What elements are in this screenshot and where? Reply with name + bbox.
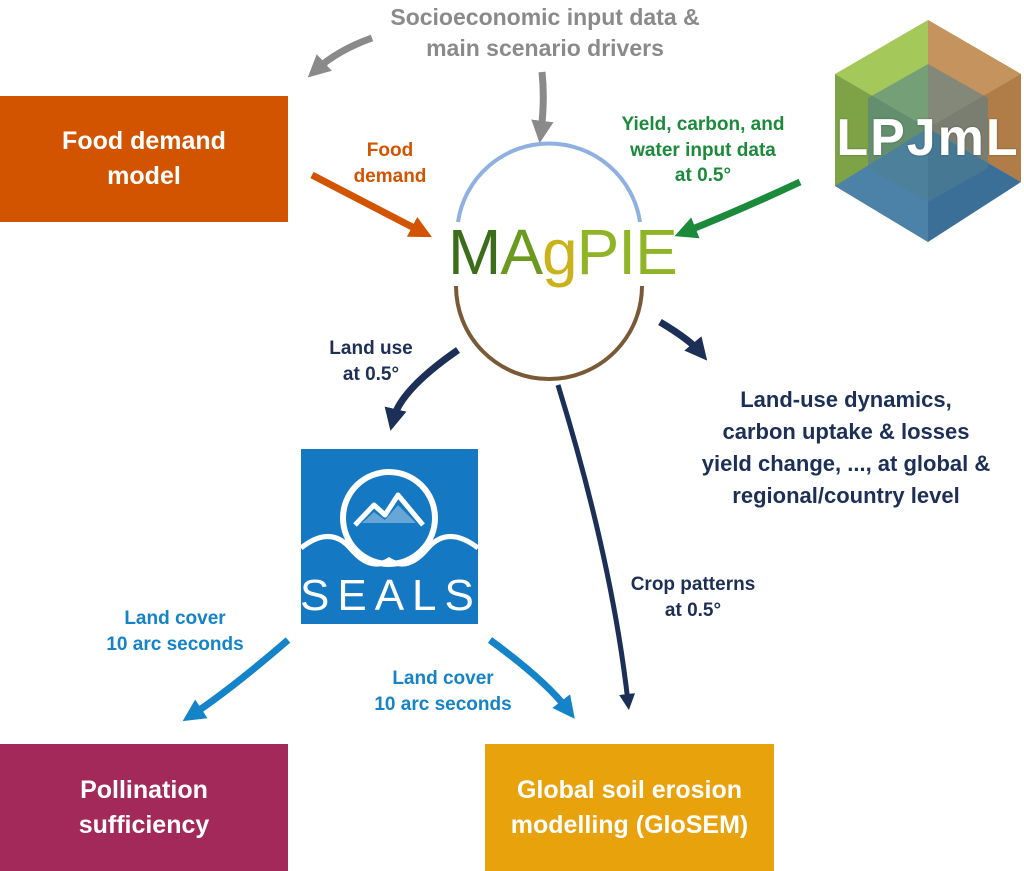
arrow-seals-to-pollination	[182, 637, 291, 722]
pollination-sufficiency-box: Pollination sufficiency	[0, 744, 288, 871]
magpie-arc-top	[456, 141, 642, 223]
land-cover-left-label: Land cover 10 arc seconds	[106, 608, 244, 655]
magpie-logo: MAgPIE	[448, 220, 678, 284]
magpie-letters-pie: PIE	[576, 216, 678, 288]
crop-patterns-label: Crop patterns at 0.5°	[630, 574, 756, 621]
food-demand-label: Food demand	[353, 140, 427, 187]
land-use-dynamics-label: Land-use dynamics, carbon uptake & losse…	[701, 387, 991, 508]
arrow-input-to-magpie	[531, 71, 554, 144]
lpjml-hexagon	[835, 20, 1021, 242]
arrow-lpjml-to-magpie	[674, 178, 802, 239]
lpjml-logo-text: LPJmL	[836, 109, 1020, 167]
global-soil-erosion-box: Global soil erosion modelling (GloSEM)	[485, 744, 774, 871]
magpie-letter-g: g	[542, 216, 578, 288]
land-use-label: Land use at 0.5°	[329, 338, 413, 385]
seals-logo-graphic	[299, 449, 480, 624]
arrow-magpie-to-soil-erosion	[555, 384, 636, 710]
socioeconomic-input-label: Socioeconomic input data & main scenario…	[390, 4, 700, 62]
arrow-magpie-to-outputs	[658, 318, 708, 361]
magpie-arc-bottom	[454, 285, 644, 381]
arrow-food-demand-to-magpie	[310, 171, 432, 238]
land-cover-right-label: Land cover 10 arc seconds	[374, 668, 512, 715]
seals-logo-text: SEALS	[300, 571, 482, 620]
food-demand-model-box: Food demand model	[0, 96, 288, 222]
arrow-magpie-to-seals	[384, 347, 460, 431]
arrow-input-to-food-demand	[307, 34, 374, 78]
arrow-seals-to-soil-erosion	[487, 637, 575, 719]
magpie-letter-m: M	[448, 216, 501, 288]
yield-carbon-water-label: Yield, carbon, and water input data at 0…	[621, 114, 785, 187]
magpie-letter-a: A	[500, 216, 543, 288]
